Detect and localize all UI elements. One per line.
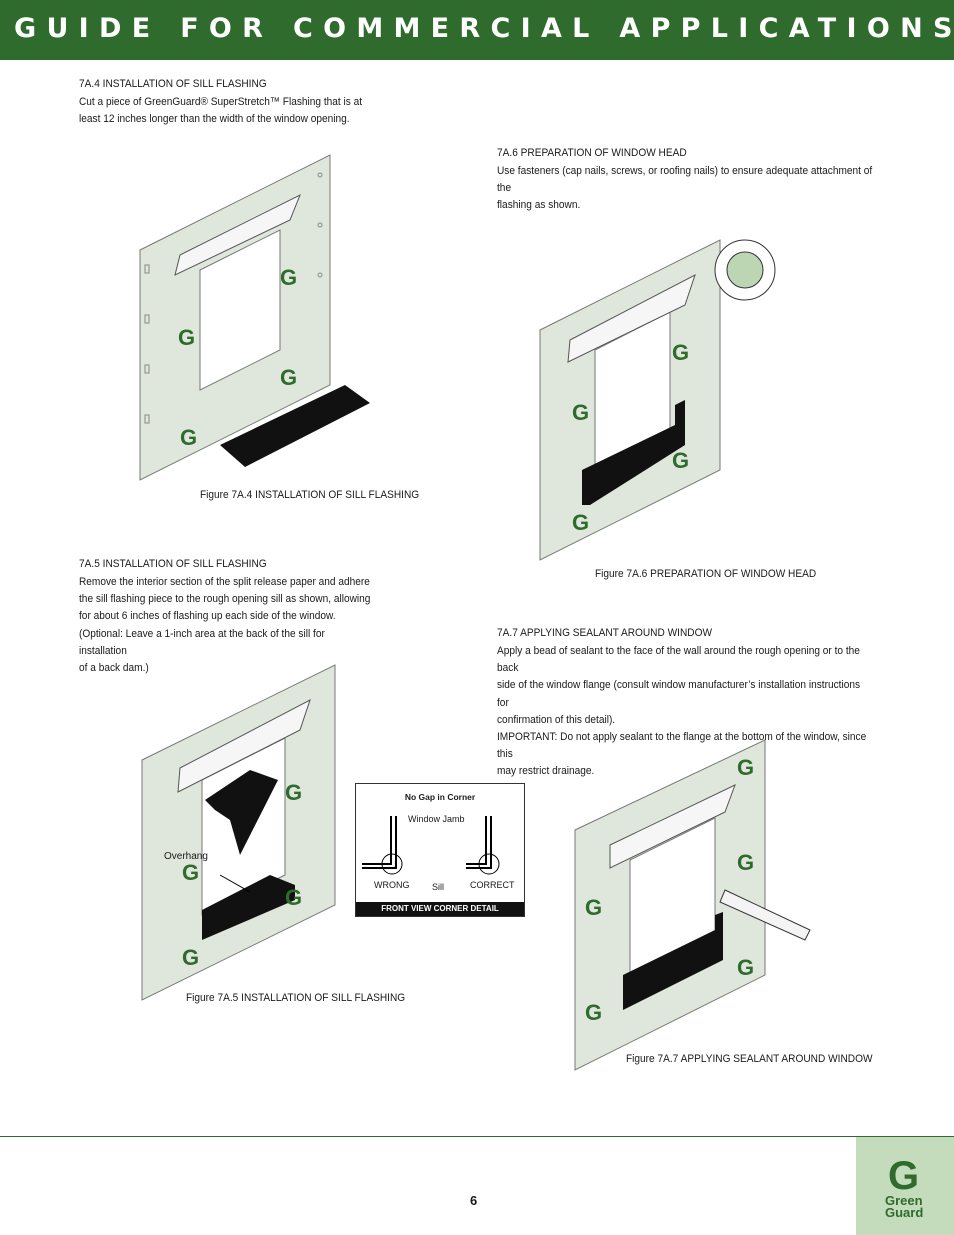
body-line: flashing as shown.: [497, 199, 581, 212]
body-line: side of the window flange (consult windo…: [497, 679, 861, 709]
section-heading-7a7: 7A.7 APPLYING SEALANT AROUND WINDOW: [497, 627, 713, 639]
svg-text:G: G: [737, 755, 754, 780]
corner-detail-diagram: [362, 816, 500, 875]
logo-line1: Green: [885, 1193, 923, 1208]
greenguard-logo-mark: G Green Guard: [885, 1154, 923, 1220]
svg-text:G: G: [178, 325, 195, 350]
page-number: 6: [470, 1193, 478, 1208]
footer-divider: [0, 1136, 954, 1137]
svg-text:G: G: [672, 448, 689, 473]
corner-detail-box: No Gap in Corner Window Jamb WRONG Sill …: [355, 783, 525, 917]
page-title: GUIDE FOR COMMERCIAL APPLICATIONS: [14, 13, 954, 44]
svg-text:G: G: [737, 955, 754, 980]
body-line: of a back dam.): [79, 662, 149, 675]
body-line: confirmation of this detail).: [497, 713, 616, 726]
window-jamb-label: Window Jamb: [408, 814, 465, 824]
figure-caption-7a7: Figure 7A.7 APPLYING SEALANT AROUND WIND…: [626, 1053, 873, 1065]
figure-7a4-illustration: G G G G: [139, 154, 370, 481]
body-line: may restrict drainage.: [497, 765, 595, 778]
body-line: the sill flashing piece to the rough ope…: [79, 593, 371, 606]
svg-text:G: G: [280, 265, 297, 290]
figure-7a6-illustration: G G G G: [539, 239, 776, 561]
greenguard-logo: G Green Guard: [856, 1137, 954, 1235]
body-line: for about 6 inches of flashing up each s…: [79, 610, 336, 623]
svg-text:G: G: [285, 780, 302, 805]
section-body-7a6: Use fasteners (cap nails, screws, or roo…: [497, 163, 874, 215]
corner-detail-banner: FRONT VIEW CORNER DETAIL: [356, 902, 524, 916]
svg-text:G: G: [572, 400, 589, 425]
section-body-7a4: Cut a piece of GreenGuard® SuperStretch™…: [79, 94, 373, 128]
svg-text:G: G: [888, 1154, 919, 1198]
body-line: Cut a piece of GreenGuard® SuperStretch™…: [79, 96, 363, 108]
figure-7a7-illustration: G G G G G: [574, 739, 811, 1071]
svg-text:G: G: [585, 895, 602, 920]
body-line: IMPORTANT: Do not apply sealant to the f…: [497, 731, 867, 761]
body-line: (Optional: Leave a 1-inch area at the ba…: [79, 627, 325, 657]
body-line: Apply a bead of sealant to the face of t…: [497, 645, 860, 675]
logo-line2: Guard: [885, 1205, 923, 1220]
figure-caption-7a6: Figure 7A.6 PREPARATION OF WINDOW HEAD: [595, 568, 817, 580]
section-body-7a7: Apply a bead of sealant to the face of t…: [497, 643, 874, 781]
svg-text:G: G: [285, 885, 302, 910]
section-heading-7a6: 7A.6 PREPARATION OF WINDOW HEAD: [497, 147, 687, 159]
sill-label: Sill: [432, 882, 445, 892]
body-line: least 12 inches longer than the width of…: [79, 113, 350, 126]
corner-detail-title: No Gap in Corner: [404, 792, 476, 802]
section-body-7a5: Remove the interior section of the split…: [79, 574, 373, 677]
svg-text:G: G: [572, 510, 589, 535]
svg-text:G: G: [585, 1000, 602, 1025]
svg-text:G: G: [672, 340, 689, 365]
svg-text:G: G: [182, 860, 199, 885]
wrong-label: WRONG: [374, 880, 410, 890]
body-line: Use fasteners (cap nails, screws, or roo…: [497, 165, 873, 195]
overhang-label: Overhang: [164, 851, 208, 862]
figure-caption-7a5: Figure 7A.5 INSTALLATION OF SILL FLASHIN…: [186, 992, 406, 1004]
correct-label: CORRECT: [470, 880, 515, 890]
figure-caption-7a4: Figure 7A.4 INSTALLATION OF SILL FLASHIN…: [200, 489, 420, 501]
body-line: Remove the interior section of the split…: [79, 576, 370, 588]
svg-text:G: G: [182, 945, 199, 970]
svg-text:G: G: [180, 425, 197, 450]
svg-text:G: G: [280, 365, 297, 390]
svg-text:G: G: [737, 850, 754, 875]
page-header: GUIDE FOR COMMERCIAL APPLICATIONS: [0, 0, 954, 60]
section-heading-7a4: 7A.4 INSTALLATION OF SILL FLASHING: [79, 78, 267, 90]
figure-7a5-illustration: G G G G: [141, 664, 336, 1001]
section-heading-7a5: 7A.5 INSTALLATION OF SILL FLASHING: [79, 558, 267, 570]
